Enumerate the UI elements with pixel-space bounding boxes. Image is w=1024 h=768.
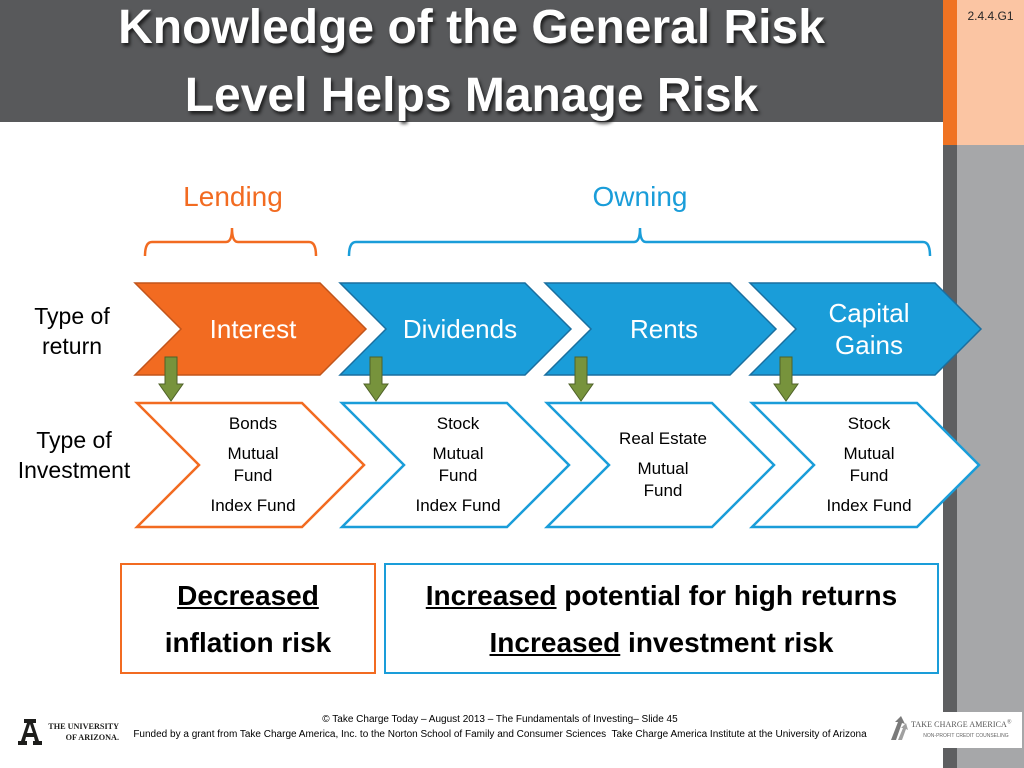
outcome-line: Increased potential for high returns xyxy=(426,572,897,619)
investment-item: Mutual Fund xyxy=(432,444,484,485)
outcome-line: Decreased xyxy=(177,572,319,619)
chevron-investment-dividends xyxy=(338,401,571,529)
row-label-type-of-return: Type of return xyxy=(34,303,110,359)
university-logo-line-2: OF ARIZONA. xyxy=(65,733,119,742)
outcome-text: investment risk xyxy=(620,626,834,658)
down-arrow-icon xyxy=(158,356,184,402)
chevron-dividends xyxy=(338,282,573,376)
down-arrow-icon xyxy=(773,356,799,402)
outcome-line: Increased investment risk xyxy=(490,619,834,666)
return-capital-gains: Capital Gains xyxy=(769,283,969,375)
return-label: Rents xyxy=(630,314,698,344)
slide-code: 2.4.4.G1 xyxy=(967,9,1014,23)
university-of-arizona-logo: THE UNIVERSITY OF ARIZONA. xyxy=(44,721,119,743)
take-charge-america-icon xyxy=(891,716,908,740)
chevron-investment-capital-gains xyxy=(748,401,981,529)
slide-title-line-1: Knowledge of the General Risk xyxy=(118,1,825,54)
return-dividends: Dividends xyxy=(360,283,560,375)
return-rents: Rents xyxy=(564,283,764,375)
outcome-emphasis: Increased xyxy=(425,579,557,611)
investment-list-rents: Real Estate Mutual Fund xyxy=(583,403,743,527)
footer-copyright: © Take Charge Today – August 2013 – The … xyxy=(322,714,678,725)
tca-logo-wordmark: TAKE CHARGE AMERICA xyxy=(911,720,1007,729)
university-logo-line-1: THE UNIVERSITY xyxy=(48,722,119,731)
outcome-text: potential for high returns xyxy=(556,579,898,611)
row-label-type-of-investment: Type of Investment xyxy=(17,427,131,483)
return-label: Capital Gains xyxy=(828,298,910,360)
group-label-lending: Lending xyxy=(183,181,283,212)
outcome-box-owning: Increased potential for high returns Inc… xyxy=(384,563,939,674)
investment-list-lending: Bonds Mutual Fund Index Fund xyxy=(173,403,333,527)
outcome-line: inflation risk xyxy=(164,626,332,658)
investment-item: Stock xyxy=(847,414,891,433)
chevron-interest xyxy=(133,282,368,376)
investment-item: Index Fund xyxy=(210,496,296,515)
investment-item: Mutual Fund xyxy=(843,444,895,485)
chevron-investment-lending xyxy=(133,401,366,529)
title-bar xyxy=(0,0,943,122)
outcome-emphasis: Increased xyxy=(489,626,621,658)
down-arrow-icon xyxy=(568,356,594,402)
tca-logo-tagline: NON-PROFIT CREDIT COUNSELING xyxy=(923,733,1009,739)
return-label: Interest xyxy=(209,314,297,344)
lending-brace xyxy=(143,227,318,257)
investment-item: Index Fund xyxy=(415,496,501,515)
footer-funding: Funded by a grant from Take Charge Ameri… xyxy=(133,729,867,740)
accent-strip-peach xyxy=(957,0,1024,145)
take-charge-america-logo xyxy=(886,712,1022,748)
slide-title: Knowledge of the General Risk Level Help… xyxy=(0,0,943,130)
investment-item: Index Fund xyxy=(826,496,912,515)
chevron-capital-gains xyxy=(748,282,983,376)
investment-list-capital-gains: Stock Mutual Fund Index Fund xyxy=(789,403,949,527)
investment-item: Mutual Fund xyxy=(227,444,279,485)
return-label: Dividends xyxy=(402,314,518,344)
investment-list-dividends: Stock Mutual Fund Index Fund xyxy=(378,403,538,527)
investment-item: Stock xyxy=(436,414,480,433)
investment-item: Mutual Fund xyxy=(637,459,689,500)
tca-logo-name: TAKE CHARGE AMERICA® xyxy=(911,719,1012,730)
block-a-icon xyxy=(18,719,42,745)
outcome-emphasis: Decreased xyxy=(177,579,319,611)
owning-brace xyxy=(347,227,932,257)
investment-item: Real Estate xyxy=(619,429,707,448)
outcome-box-lending: Decreased inflation risk xyxy=(120,563,376,674)
accent-strip-orange xyxy=(943,0,957,145)
chevron-rents xyxy=(543,282,778,376)
slide-title-line-2: Level Helps Manage Risk xyxy=(184,69,759,122)
investment-item: Bonds xyxy=(228,414,278,433)
down-arrow-icon xyxy=(363,356,389,402)
group-label-owning: Owning xyxy=(592,181,688,212)
return-interest: Interest xyxy=(153,283,353,375)
chevron-investment-rents xyxy=(543,401,776,529)
registered-mark: ® xyxy=(1006,719,1012,726)
